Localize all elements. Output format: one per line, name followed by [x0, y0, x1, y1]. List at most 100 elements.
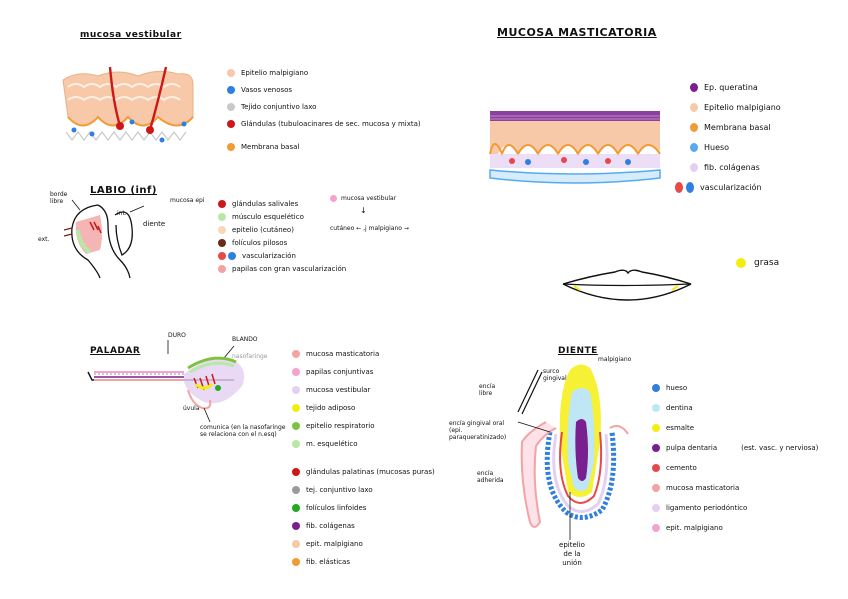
diente-note-encia-libre: encía libre — [479, 383, 503, 397]
legend-label: epit. malpigiano — [666, 524, 723, 532]
legend-swatch — [652, 444, 660, 452]
transition-left: cutáneo — [330, 225, 354, 232]
legend-item: fib. elásticas — [292, 553, 435, 571]
legend-item: hueso — [652, 378, 818, 398]
legend-swatch — [292, 404, 300, 412]
legend-swatch — [292, 504, 300, 512]
legend-item: glándulas palatinas (mucosas puras) — [292, 463, 435, 481]
legend-label: cemento — [666, 464, 697, 472]
legend-swatch — [292, 386, 300, 394]
legend-label: folículos linfoides — [306, 504, 366, 512]
labio-note-mucosa-epi: mucosa epi — [170, 197, 205, 204]
legend-swatch — [292, 522, 300, 530]
legend-item: ligamento periodóntico — [652, 498, 818, 518]
legend-label: hueso — [666, 384, 687, 392]
transition-bottom: malpigiano — [369, 225, 402, 232]
legend-swatch-2 — [228, 252, 236, 260]
legend-swatch — [218, 226, 226, 234]
legend-label: pulpa dentaria — [666, 444, 717, 452]
legend-item: m. esquelético — [292, 435, 435, 453]
legend-swatch — [218, 200, 226, 208]
legend-label: mucosa masticatoria — [666, 484, 739, 492]
legend-swatch — [292, 350, 300, 358]
labio-note-ext: ext. — [38, 236, 49, 243]
legend-swatch — [690, 123, 698, 132]
legend-item: Epitelio malpigiano — [690, 97, 781, 117]
mucosa-vestibular-legend: Epitelio malpigiano Vasos venosos Tejido… — [227, 64, 421, 155]
labio-title: LABIO (inf) — [90, 185, 157, 196]
legend-label: dentina — [666, 404, 693, 412]
legend-item: Ep. queratina — [690, 77, 781, 97]
labio-diagram — [60, 200, 150, 280]
legend-swatch — [292, 368, 300, 376]
legend-item: vascularización — [218, 249, 346, 262]
legend-label: folículos pilosos — [232, 239, 287, 247]
legend-label: fib. colágenas — [306, 522, 355, 530]
mucosa-masticatoria-diagram — [488, 106, 663, 188]
transition-top: mucosa vestibular — [341, 195, 396, 202]
legend-item: tejido adiposo — [292, 399, 435, 417]
legend-item: Vasos venosos — [227, 81, 421, 98]
diente-note-encia-gingival: encía gingival oral (epi. paraqueratiniz… — [449, 420, 511, 441]
legend-swatch — [675, 182, 683, 193]
legend-label: epitelio respiratorio — [306, 422, 375, 430]
legend-item: dentina — [652, 398, 818, 418]
legend-label: tej. conjuntivo laxo — [306, 486, 373, 494]
legend-swatch — [690, 103, 698, 112]
legend-swatch — [227, 103, 235, 111]
legend-label: Hueso — [704, 143, 729, 152]
legend-swatch — [292, 558, 300, 566]
legend-item: mucosa masticatoria — [652, 478, 818, 498]
legend-swatch — [652, 524, 660, 532]
legend-swatch — [292, 468, 300, 476]
transition-bottom-row: cutáneo ← ,j malpigiano → — [330, 225, 460, 232]
down-arrow-icon: ↓ — [360, 207, 367, 214]
legend-item: Membrana basal — [690, 117, 781, 137]
legend-label: glándulas palatinas (mucosas puras) — [306, 468, 435, 476]
legend-item: Tejido conjuntivo laxo — [227, 98, 421, 115]
legend-label: Tejido conjuntivo laxo — [241, 103, 316, 111]
legend-item: cemento — [652, 458, 818, 478]
legend-item: epit. malpigiano — [652, 518, 818, 538]
legend-item: tej. conjuntivo laxo — [292, 481, 435, 499]
paladar-legend: mucosa masticatoria papilas conjuntivas … — [292, 345, 435, 571]
mucosa-masticatoria-title: MUCOSA MASTICATORIA — [497, 26, 657, 39]
legend-swatch — [227, 69, 235, 77]
legend-swatch — [227, 86, 235, 94]
legend-swatch — [227, 143, 235, 151]
legend-label: m. esquelético — [306, 440, 357, 448]
legend-label: epit. malpigiano — [306, 540, 363, 548]
legend-label: Epitelio malpigiano — [241, 69, 308, 77]
legend-label: Membrana basal — [241, 143, 299, 151]
legend-swatch — [736, 258, 746, 268]
legend-label: vascularización — [700, 183, 762, 192]
legend-item: mucosa masticatoria — [292, 345, 435, 363]
legend-swatch — [690, 163, 698, 172]
legend-item: papilas conjuntivas — [292, 363, 435, 381]
legend-label: Vasos venosos — [241, 86, 292, 94]
legend-label: papilas con gran vascularización — [232, 265, 346, 273]
legend-item: glándulas salivales — [218, 197, 346, 210]
legend-item: folículos pilosos — [218, 236, 346, 249]
legend-swatch — [652, 384, 660, 392]
legend-swatch — [652, 424, 660, 432]
legend-label: Ep. queratina — [704, 83, 758, 92]
legend-label: mucosa vestibular — [306, 386, 370, 394]
transition-swatch — [330, 195, 337, 202]
legend-swatch — [690, 83, 698, 92]
legend-item: papilas con gran vascularización — [218, 262, 346, 275]
legend-swatch — [218, 252, 226, 260]
legend-label: Glándulas (tubuloacinares de sec. mucosa… — [241, 120, 421, 128]
diente-diagram — [510, 362, 640, 542]
legend-label: Epitelio malpigiano — [704, 103, 781, 112]
legend-swatch — [292, 540, 300, 548]
legend-swatch — [652, 504, 660, 512]
legend-label: tejido adiposo — [306, 404, 355, 412]
diente-note-encia-adherida: encía adherida — [477, 470, 507, 484]
legend-label: vascularización — [242, 252, 296, 260]
diente-title: DIENTE — [558, 346, 598, 356]
legend-item: fib. colágenas — [690, 157, 781, 177]
legend-label: esmalte — [666, 424, 694, 432]
lips-diagram — [560, 264, 695, 306]
legend-item: epitelio respiratorio — [292, 417, 435, 435]
